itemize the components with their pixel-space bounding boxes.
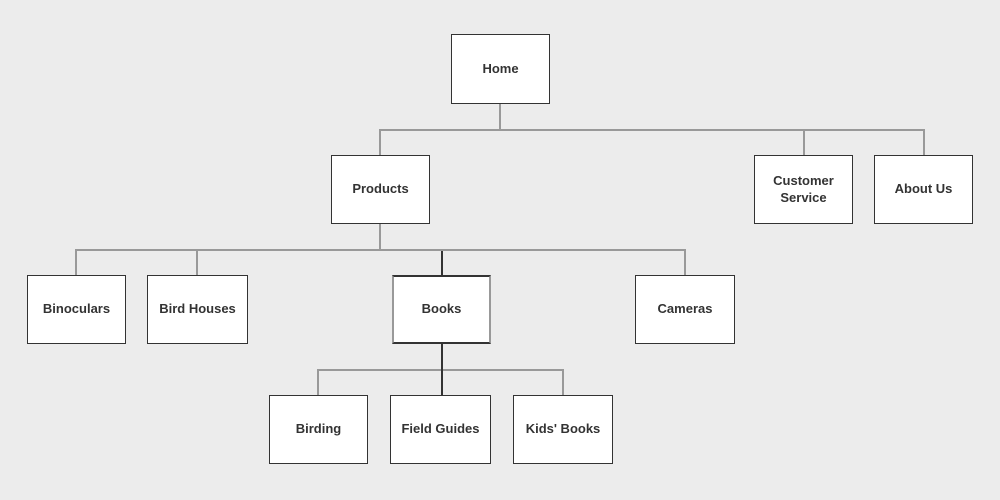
node-home-label: Home bbox=[482, 60, 519, 76]
connector-level3-bus bbox=[75, 249, 686, 251]
node-customer-service[interactable]: Customer Service bbox=[754, 155, 853, 224]
node-cameras[interactable]: Cameras bbox=[635, 275, 735, 344]
node-customer-service-label: Customer Service bbox=[773, 172, 834, 205]
connector-kids-books-drop bbox=[562, 371, 564, 395]
node-kids-books-label: Kids' Books bbox=[525, 421, 601, 437]
node-field-guides-label: Field Guides bbox=[401, 421, 480, 437]
node-birding-label: Birding bbox=[295, 421, 342, 437]
node-birding[interactable]: Birding bbox=[269, 395, 368, 464]
node-field-guides[interactable]: Field Guides bbox=[390, 395, 491, 464]
node-about-us-label: About Us bbox=[894, 181, 953, 197]
node-books[interactable]: Books bbox=[392, 275, 491, 344]
connector-home-down bbox=[499, 104, 501, 129]
node-binoculars-label: Binoculars bbox=[42, 301, 111, 317]
connector-products-down bbox=[379, 223, 381, 249]
connector-level4-bus bbox=[317, 369, 564, 371]
node-products[interactable]: Products bbox=[331, 155, 430, 224]
connector-bird-houses-drop bbox=[196, 251, 198, 275]
node-books-label: Books bbox=[421, 301, 462, 317]
connector-products-drop bbox=[379, 131, 381, 155]
connector-books-drop bbox=[441, 251, 443, 275]
node-home[interactable]: Home bbox=[451, 34, 550, 104]
node-binoculars[interactable]: Binoculars bbox=[27, 275, 126, 344]
connector-level2-bus bbox=[379, 129, 925, 131]
node-bird-houses-label: Bird Houses bbox=[159, 301, 236, 317]
connector-books-down-to-field-guides bbox=[441, 343, 443, 395]
connector-cameras-drop bbox=[684, 251, 686, 275]
connector-birding-drop bbox=[317, 371, 319, 395]
node-about-us[interactable]: About Us bbox=[874, 155, 973, 224]
node-bird-houses[interactable]: Bird Houses bbox=[147, 275, 248, 344]
connector-customer-service-drop bbox=[803, 131, 805, 155]
node-kids-books[interactable]: Kids' Books bbox=[513, 395, 613, 464]
connector-about-us-drop bbox=[923, 131, 925, 155]
connector-binoculars-drop bbox=[75, 251, 77, 275]
node-products-label: Products bbox=[352, 181, 409, 197]
node-cameras-label: Cameras bbox=[657, 301, 713, 317]
